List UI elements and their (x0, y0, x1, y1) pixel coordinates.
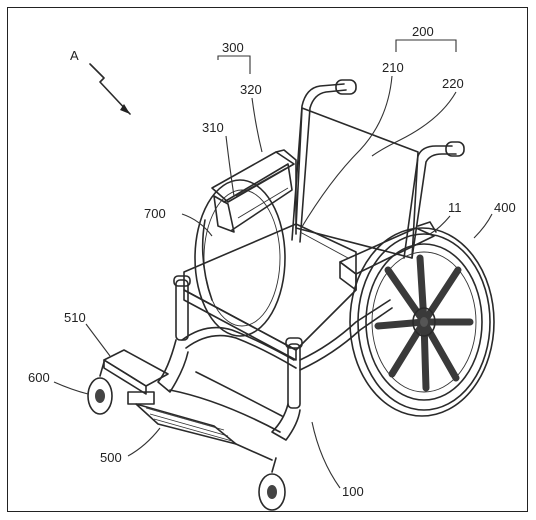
label-510: 510 (64, 310, 86, 325)
left-rear-wheel (194, 179, 286, 337)
leader-lines (53, 39, 493, 489)
direction-arrow-icon (89, 63, 131, 115)
label-100: 100 (342, 484, 364, 499)
label-700: 700 (144, 206, 166, 221)
figure-border (7, 7, 528, 512)
label-310: 310 (202, 120, 224, 135)
main-frame (157, 275, 393, 441)
label-320: 320 (240, 82, 262, 97)
label-200: 200 (412, 24, 434, 39)
label-11: 11 (448, 200, 462, 215)
front-left-caster (87, 361, 113, 415)
left-armrest (211, 149, 297, 235)
label-300: 300 (222, 40, 244, 55)
backrest (291, 79, 465, 259)
front-right-caster (258, 457, 286, 511)
label-220: 220 (442, 76, 464, 91)
right-rear-wheel (349, 227, 495, 417)
label-500: 500 (100, 450, 122, 465)
direction-label: A (70, 48, 79, 63)
label-210: 210 (382, 60, 404, 75)
label-400: 400 (494, 200, 516, 215)
label-600: 600 (28, 370, 50, 385)
footrest-assembly (103, 349, 273, 461)
